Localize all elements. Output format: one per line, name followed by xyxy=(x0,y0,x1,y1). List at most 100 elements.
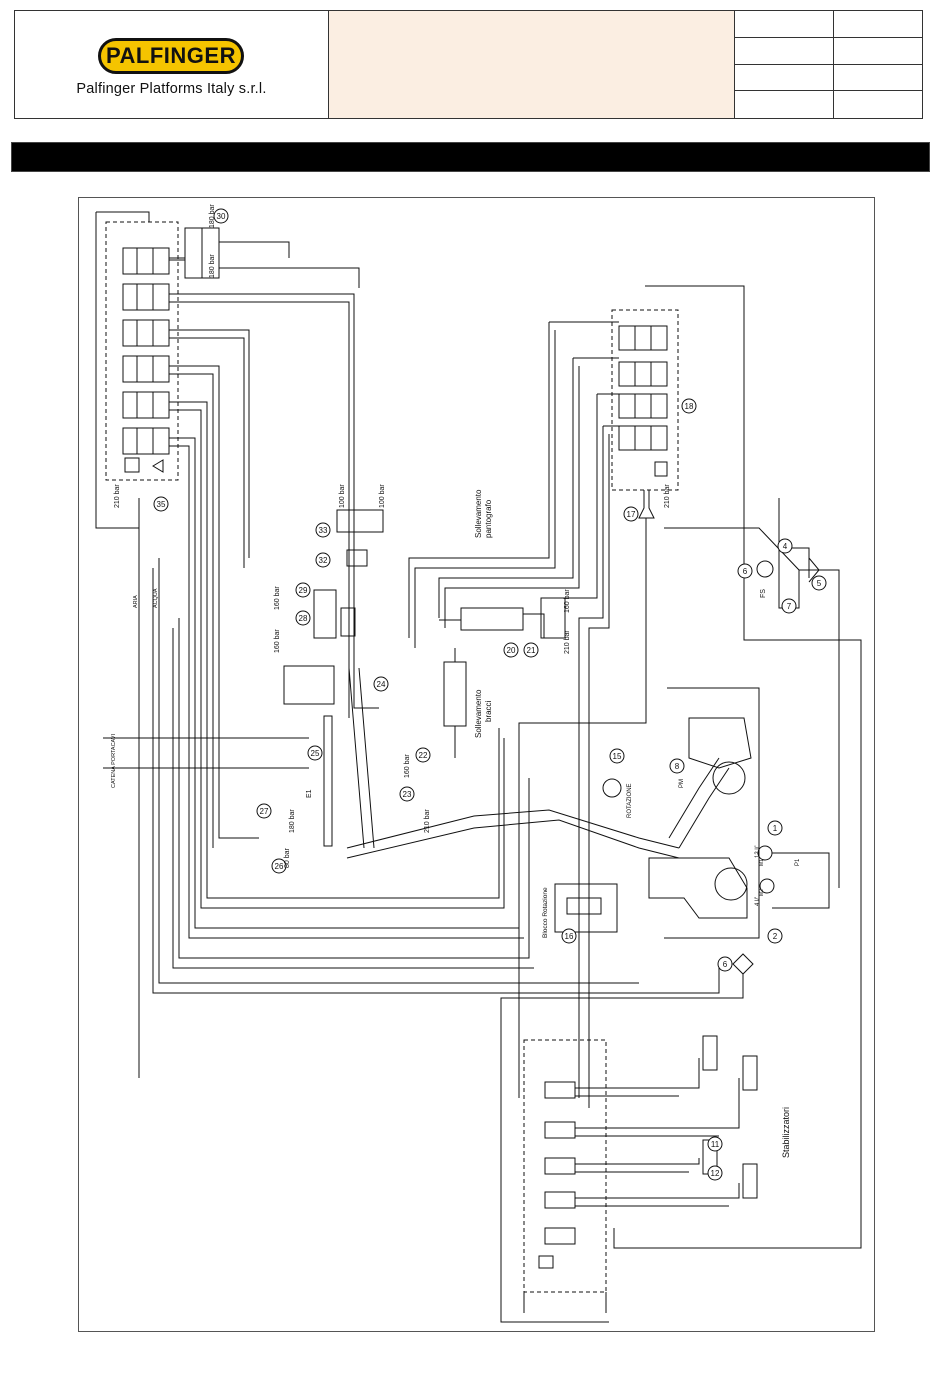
label-sollevamento-bracci: Sollevamento xyxy=(474,689,483,738)
item-bubbles xyxy=(153,208,827,1181)
cylinder-22 xyxy=(443,661,467,727)
cylinder-28 xyxy=(340,607,356,637)
label-catena-portacavi: CATENA PORTACAVI xyxy=(111,734,117,788)
num-25: 25 xyxy=(311,749,320,758)
revision-grid xyxy=(735,11,922,118)
hydraulic-schematic: 30 35 33 32 29 28 24 25 27 26 23 22 20 2… xyxy=(78,197,875,1332)
label-flow-4: 4 l/' xyxy=(755,897,761,906)
tank-return-line xyxy=(95,211,150,529)
num-35: 35 xyxy=(157,500,166,509)
label-m2: M2 xyxy=(759,889,765,896)
meta-cell xyxy=(735,65,833,91)
boom-lower xyxy=(346,809,680,849)
pressure-210-21: 210 bar xyxy=(564,630,571,654)
label-blocco-rotazione: Blocco Rotazione xyxy=(542,887,549,938)
relief-valve-stab xyxy=(538,1255,554,1269)
cylinder-20 xyxy=(460,607,524,631)
meta-cell xyxy=(834,65,922,91)
pressure-100-b: 100 bar xyxy=(379,484,386,508)
label-sollevamento-pantografo: Sollevamento xyxy=(474,489,483,538)
num-6-top: 6 xyxy=(743,567,748,576)
num-15: 15 xyxy=(613,752,622,761)
num-21: 21 xyxy=(527,646,536,655)
valve-33 xyxy=(336,509,384,533)
num-1: 1 xyxy=(773,824,778,833)
label-aria: ARIA xyxy=(133,595,139,608)
num-5: 5 xyxy=(817,579,822,588)
vehicle-wheel-front xyxy=(712,761,746,795)
stabilizer-cylinders xyxy=(702,1035,758,1199)
label-fs: FS xyxy=(760,589,767,598)
valve-21 xyxy=(540,597,566,639)
pressure-line-right xyxy=(613,285,862,1249)
pressure-160-29b: 160 bar xyxy=(274,629,281,653)
num-2: 2 xyxy=(773,932,778,941)
label-rotazione: ROTAZIONE xyxy=(627,783,633,818)
num-16: 16 xyxy=(565,932,574,941)
pressure-80-26: 80 bar xyxy=(284,847,291,868)
num-24: 24 xyxy=(377,680,386,689)
pressure-180-a: 180 bar xyxy=(209,204,216,228)
num-7: 7 xyxy=(787,602,792,611)
valve-sections-left xyxy=(122,247,170,455)
label-m1: M1 xyxy=(759,859,765,866)
num-28: 28 xyxy=(299,614,308,623)
num-29: 29 xyxy=(299,586,308,595)
grid-divider xyxy=(833,11,834,118)
filter-6-lower xyxy=(732,953,754,975)
label-flow-12: 12 l/' xyxy=(755,846,761,859)
meta-cell xyxy=(735,38,833,65)
pressure-180-b: 180 bar xyxy=(209,254,216,278)
vehicle-wheel-rear xyxy=(714,867,748,901)
num-26: 26 xyxy=(275,862,284,871)
pressure-210-23: 210 bar xyxy=(424,809,431,833)
num-12: 12 xyxy=(711,1169,720,1178)
meta-cell xyxy=(735,91,833,118)
num-30: 30 xyxy=(217,212,226,221)
label-pantografo: pantografo xyxy=(484,499,493,538)
valve-bank-stabilizers-frame xyxy=(523,1039,607,1293)
label-e1: E1 xyxy=(306,789,313,798)
check-valve-left xyxy=(152,459,164,473)
valve-bank-18-frame xyxy=(611,309,679,491)
num-8: 8 xyxy=(675,762,680,771)
num-11: 11 xyxy=(711,1140,720,1149)
num-6-lower: 6 xyxy=(723,960,728,969)
label-pm: PM xyxy=(679,779,685,788)
section-title-bar xyxy=(11,142,930,172)
schematic-svg: 30 35 33 32 29 28 24 25 27 26 23 22 20 2… xyxy=(95,204,862,1323)
valve-29 xyxy=(313,589,337,639)
num-32: 32 xyxy=(319,556,328,565)
function-labels: Sollevamento pantografo Sollevamento bra… xyxy=(111,489,801,1158)
valve-sections-stabilizers xyxy=(544,1081,576,1245)
pressure-210-18: 210 bar xyxy=(664,484,671,508)
meta-cell xyxy=(834,11,922,38)
logo-cell: PALFINGER Palfinger Platforms Italy s.r.… xyxy=(15,11,329,118)
filter-6-top xyxy=(756,560,774,578)
cable-chain-25 xyxy=(323,715,333,847)
relief-valve-left xyxy=(124,457,140,473)
pump-supply xyxy=(664,498,840,888)
num-4: 4 xyxy=(783,542,788,551)
motor-32 xyxy=(346,549,368,567)
pump-p2 xyxy=(759,878,775,894)
valve-bank-left-frame xyxy=(105,221,179,481)
num-18: 18 xyxy=(685,402,694,411)
item-numbers: 30 35 33 32 29 28 24 25 27 26 23 22 20 2… xyxy=(157,212,822,1178)
rotation-motor-15 xyxy=(602,778,622,798)
label-stabilizzatori: Stabilizzatori xyxy=(781,1107,791,1158)
basket-box xyxy=(283,665,335,705)
pressure-180-26: 180 bar xyxy=(289,809,296,833)
label-bracci: bracci xyxy=(484,700,493,722)
valve-sections-18 xyxy=(618,325,668,451)
pressure-160-23: 160 bar xyxy=(404,754,411,778)
meta-cell xyxy=(834,91,922,118)
pressure-160-21: 160 bar xyxy=(564,589,571,613)
label-p1: P1 xyxy=(795,858,801,866)
meta-cell xyxy=(735,11,833,38)
vehicle-body xyxy=(648,857,748,919)
title-block: PALFINGER Palfinger Platforms Italy s.r.… xyxy=(14,10,923,119)
num-33: 33 xyxy=(319,526,328,535)
pressure-210-left: 210 bar xyxy=(114,484,121,508)
blocco-rotazione-box xyxy=(554,883,618,933)
